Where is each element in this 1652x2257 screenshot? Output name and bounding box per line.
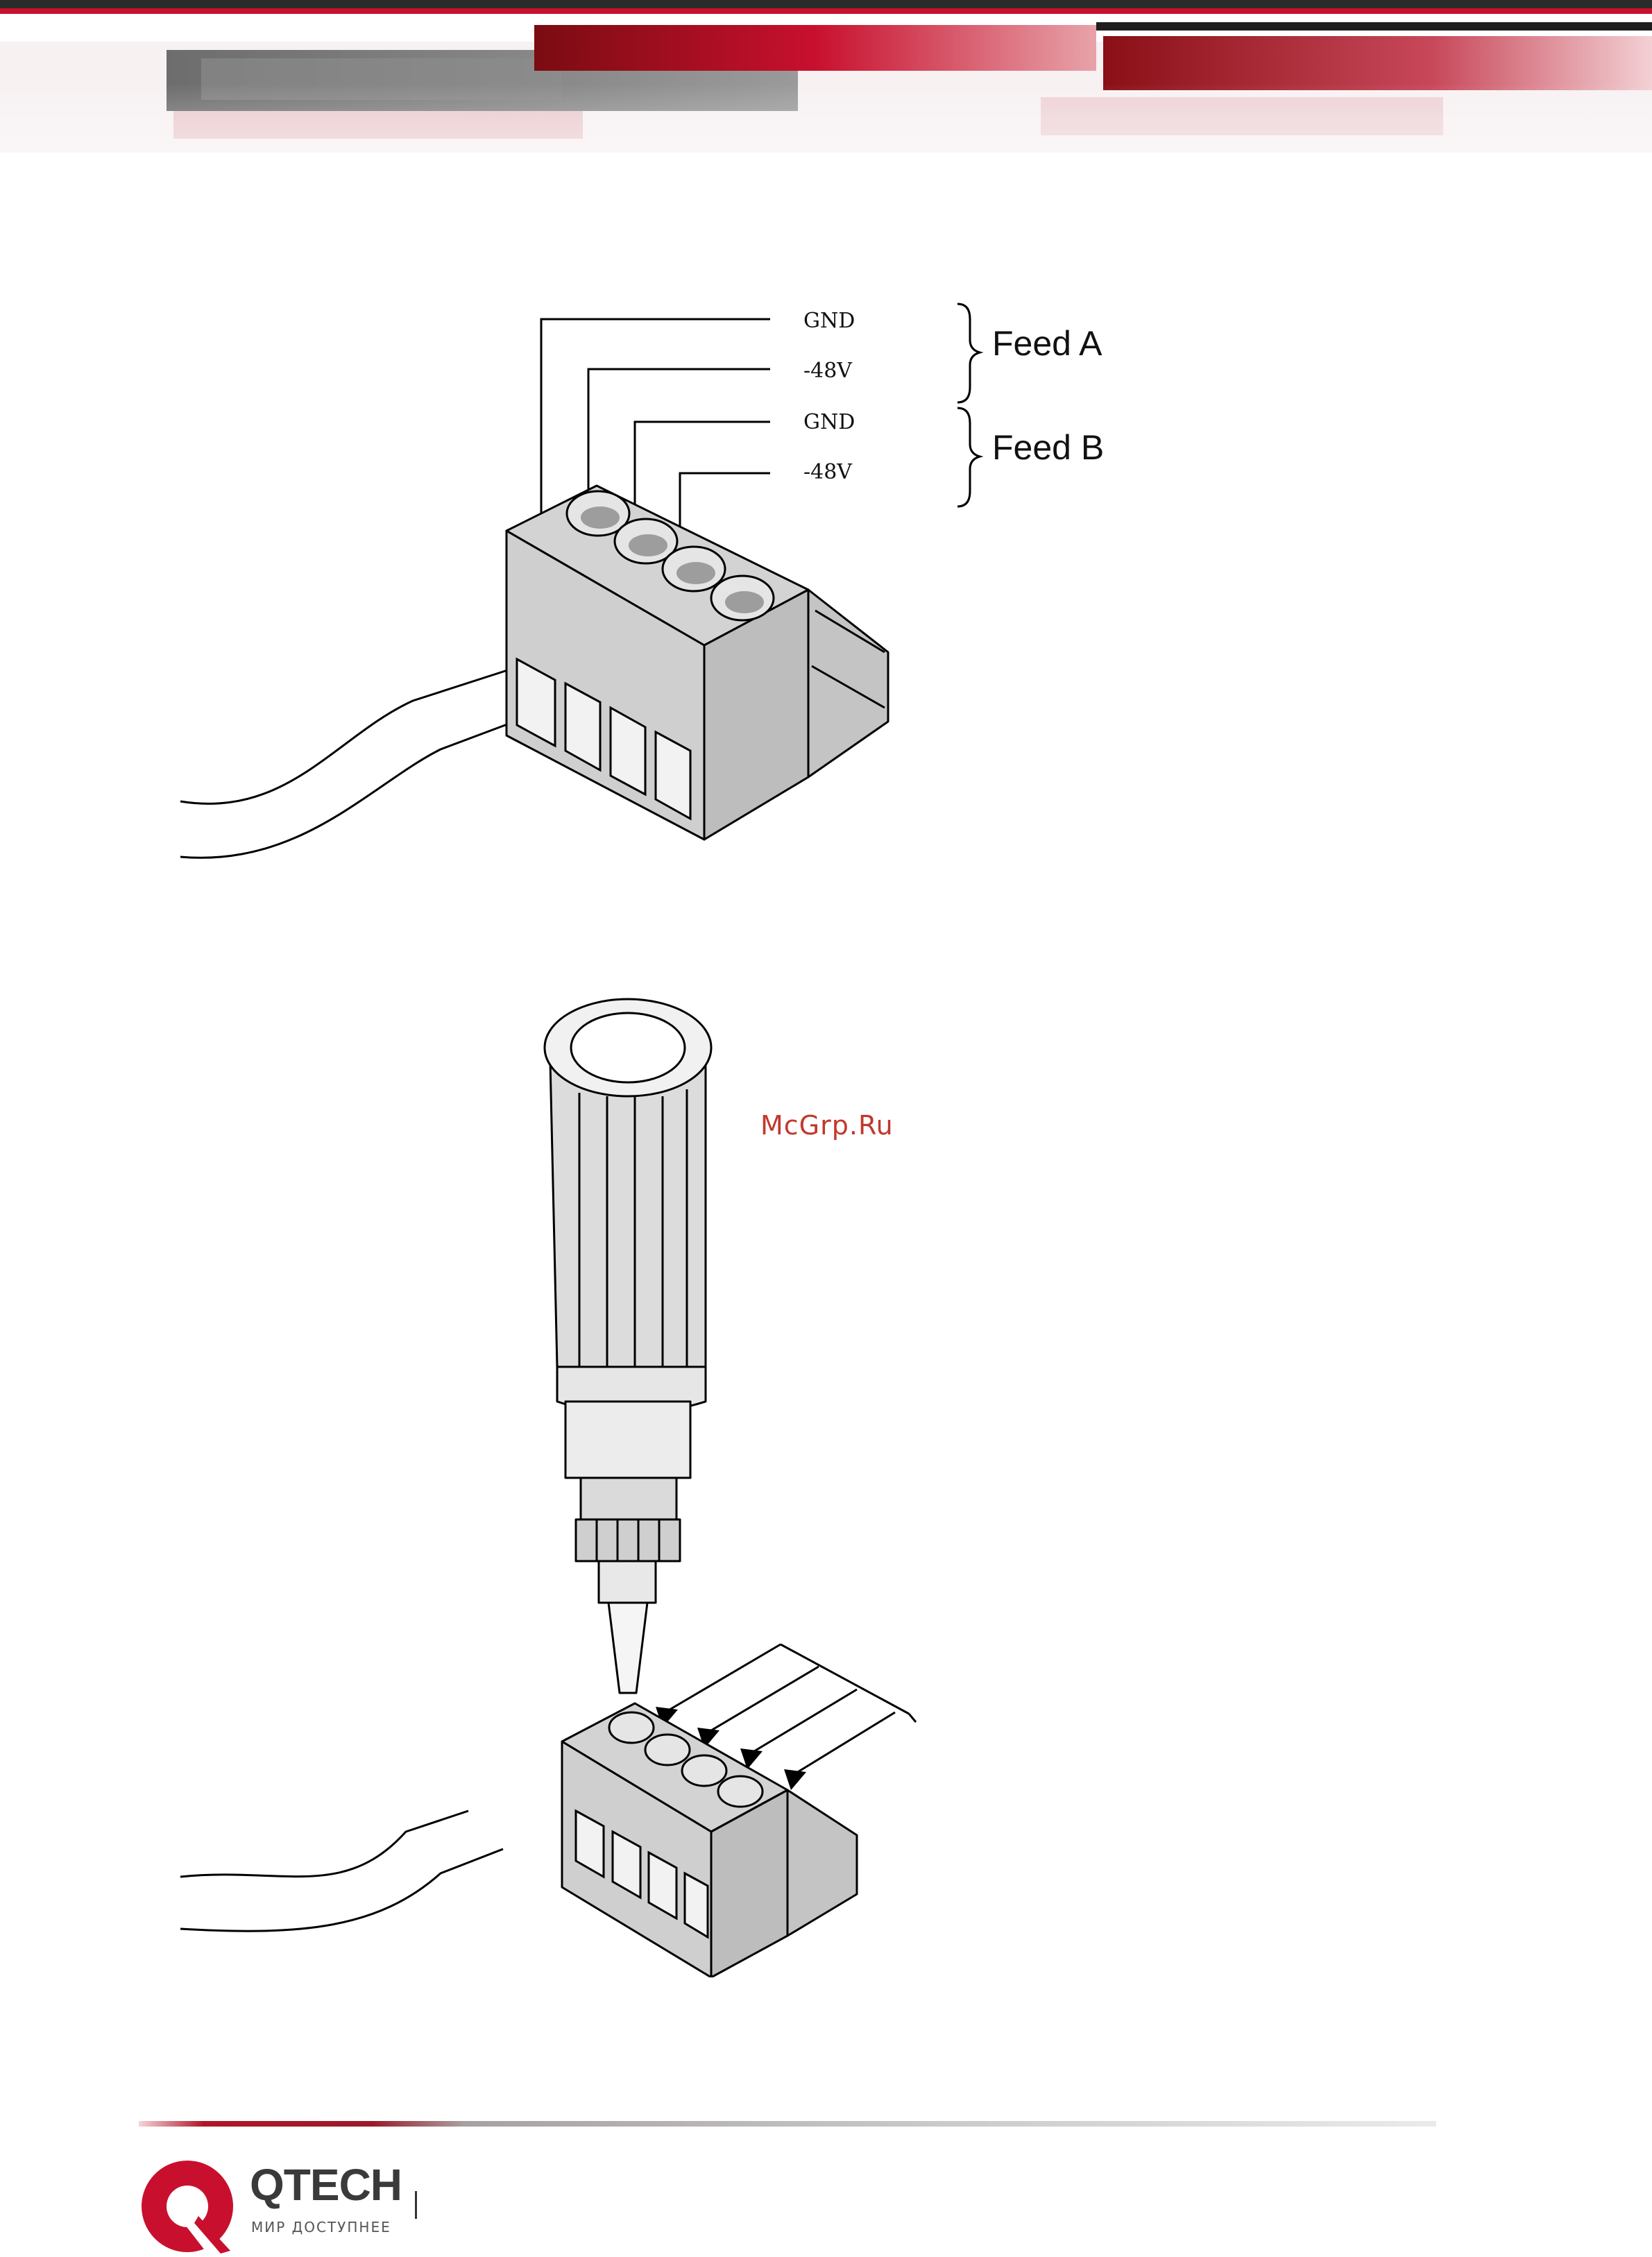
brace-feed-b — [957, 408, 980, 506]
brand-tagline: МИР ДОСТУПНЕЕ — [251, 2219, 391, 2235]
logo-separator — [415, 2191, 417, 2219]
terminal-block-wiring-figure: GND -48V GND -48V Feed A Feed B — [177, 291, 1148, 874]
qtech-logo: QTECH МИР ДОСТУПНЕЕ — [139, 2156, 472, 2257]
brace-feed-a — [957, 304, 980, 402]
wire-label-gnd-b: GND — [803, 410, 855, 434]
screwdriver-terminal-figure — [177, 992, 940, 1977]
feed-b-label: Feed B — [992, 428, 1104, 467]
wire-label-48v-a: -48V — [803, 359, 853, 383]
qtech-logo-mark-icon — [139, 2156, 239, 2257]
header-banner — [0, 0, 1652, 250]
brand-name: QTECH — [250, 2159, 402, 2211]
wire-label-48v-b: -48V — [803, 460, 853, 484]
feed-a-label: Feed A — [992, 324, 1102, 363]
footer-divider — [139, 2118, 1436, 2130]
wire-label-gnd-a: GND — [803, 309, 855, 333]
